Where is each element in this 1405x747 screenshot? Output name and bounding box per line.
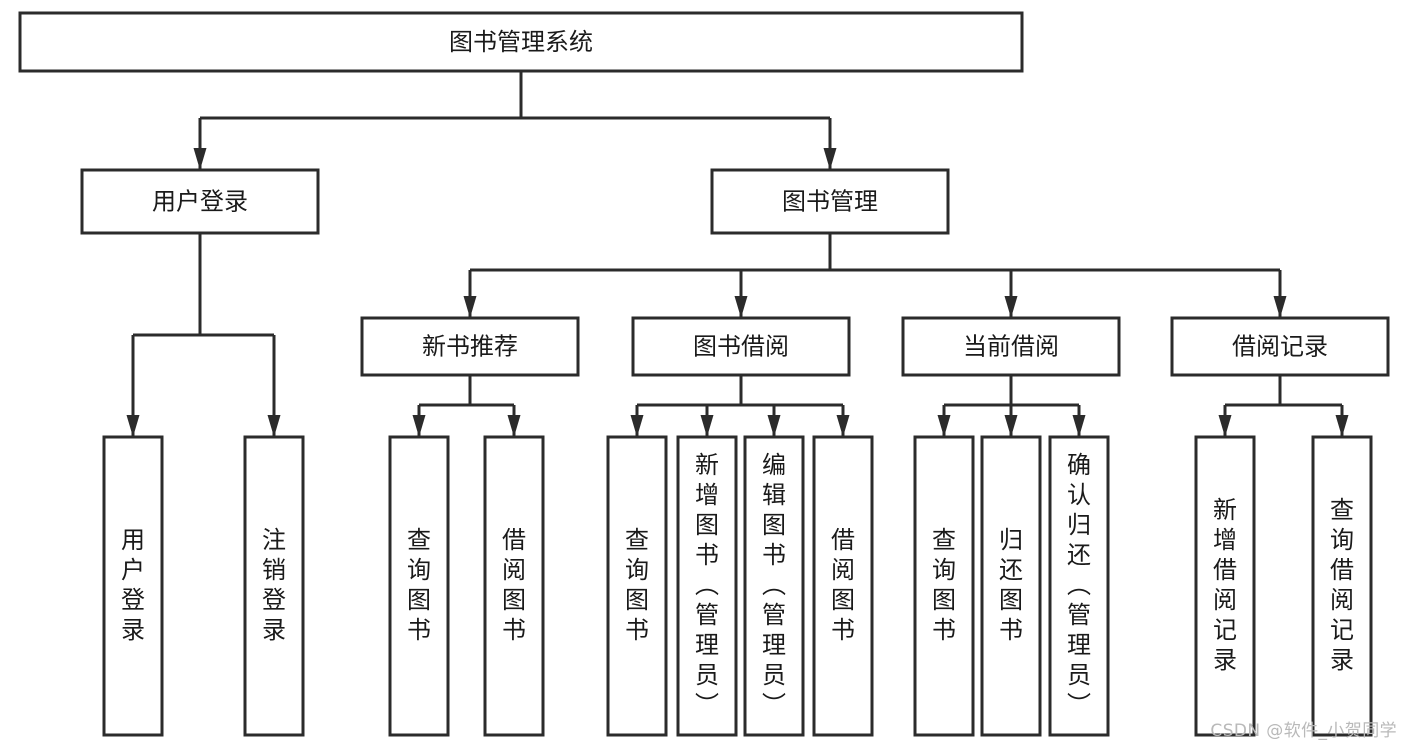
arrow-head-icon	[267, 415, 281, 437]
arrow-head-icon	[836, 415, 850, 437]
node-leaf-borrow-book-2[interactable]: 借阅图书	[812, 435, 874, 737]
arrow-head-icon	[1218, 415, 1232, 437]
node-leaf-add-book[interactable]: 新增图书︵管理员︶	[676, 435, 738, 737]
node-label: 图书管理系统	[449, 28, 593, 56]
node-box[interactable]	[102, 435, 164, 737]
node-leaf-query-book-2[interactable]: 查询图书	[606, 435, 668, 737]
node-book-borrow[interactable]: 图书借阅	[631, 316, 851, 377]
node-box[interactable]	[812, 435, 874, 737]
node-label: 编辑图书︵管理员︶	[762, 451, 786, 719]
node-leaf-query-record[interactable]: 查询借阅记录	[1311, 435, 1373, 737]
node-box[interactable]	[1194, 435, 1256, 737]
node-leaf-borrow-book-1[interactable]: 借阅图书	[483, 435, 545, 737]
arrow-head-icon	[1004, 296, 1018, 318]
node-box[interactable]	[1170, 316, 1390, 377]
node-label: 新增图书︵管理员︶	[695, 451, 719, 719]
node-new-book-rec[interactable]: 新书推荐	[360, 316, 580, 377]
node-leaf-query-book-3[interactable]: 查询图书	[913, 435, 975, 737]
node-user-login[interactable]: 用户登录	[80, 168, 320, 235]
node-label: 查询图书	[407, 526, 431, 644]
arrow-head-icon	[1072, 415, 1086, 437]
node-box[interactable]	[18, 11, 1024, 73]
node-current-borrow[interactable]: 当前借阅	[901, 316, 1121, 377]
arrow-head-icon	[767, 415, 781, 437]
node-label: 查询图书	[625, 526, 649, 644]
node-root[interactable]: 图书管理系统	[18, 11, 1024, 73]
node-label: 当前借阅	[963, 333, 1059, 361]
node-box[interactable]	[388, 435, 450, 737]
arrow-head-icon	[193, 148, 207, 170]
arrow-head-icon	[507, 415, 521, 437]
arrow-head-icon	[823, 148, 837, 170]
node-box[interactable]	[901, 316, 1121, 377]
node-box[interactable]	[631, 316, 851, 377]
node-label: 借阅记录	[1232, 333, 1328, 361]
node-label: 借阅图书	[502, 526, 526, 644]
node-box[interactable]	[80, 168, 320, 235]
node-leaf-edit-book[interactable]: 编辑图书︵管理员︶	[743, 435, 805, 737]
arrow-head-icon	[734, 296, 748, 318]
node-box[interactable]	[360, 316, 580, 377]
node-box[interactable]	[676, 435, 738, 737]
node-leaf-user-login[interactable]: 用户登录	[102, 435, 164, 737]
arrow-head-icon	[1335, 415, 1349, 437]
node-box[interactable]	[1311, 435, 1373, 737]
node-leaf-add-record[interactable]: 新增借阅记录	[1194, 435, 1256, 737]
node-leaf-query-book-1[interactable]: 查询图书	[388, 435, 450, 737]
arrow-head-icon	[630, 415, 644, 437]
node-label: 查询借阅记录	[1330, 496, 1354, 674]
node-box[interactable]	[243, 435, 305, 737]
node-label: 新增借阅记录	[1213, 496, 1237, 674]
node-box[interactable]	[743, 435, 805, 737]
node-box[interactable]	[913, 435, 975, 737]
node-label: 用户登录	[121, 526, 145, 644]
node-leaf-confirm-return[interactable]: 确认归还︵管理员︶	[1048, 435, 1110, 737]
node-leaf-user-logout[interactable]: 注销登录	[243, 435, 305, 737]
node-box[interactable]	[606, 435, 668, 737]
arrow-head-icon	[463, 296, 477, 318]
node-box[interactable]	[710, 168, 950, 235]
arrow-head-icon	[412, 415, 426, 437]
arrow-head-icon	[1004, 415, 1018, 437]
node-box[interactable]	[980, 435, 1042, 737]
node-borrow-record[interactable]: 借阅记录	[1170, 316, 1390, 377]
node-label: 注销登录	[262, 526, 286, 644]
arrow-head-icon	[1273, 296, 1287, 318]
node-label: 归还图书	[999, 526, 1023, 644]
node-label: 确认归还︵管理员︶	[1067, 451, 1091, 719]
arrow-head-icon	[126, 415, 140, 437]
arrow-head-icon	[937, 415, 951, 437]
node-label: 用户登录	[152, 188, 248, 216]
node-box[interactable]	[483, 435, 545, 737]
node-label: 新书推荐	[422, 333, 518, 361]
node-label: 查询图书	[932, 526, 956, 644]
arrow-head-icon	[700, 415, 714, 437]
node-box[interactable]	[1048, 435, 1110, 737]
node-label: 借阅图书	[831, 526, 855, 644]
node-book-manage[interactable]: 图书管理	[710, 168, 950, 235]
node-leaf-return-book[interactable]: 归还图书	[980, 435, 1042, 737]
node-label: 图书借阅	[693, 333, 789, 361]
edges-layer	[126, 71, 1349, 437]
node-label: 图书管理	[782, 188, 878, 216]
nodes-layer: 图书管理系统用户登录图书管理新书推荐图书借阅当前借阅借阅记录用户登录注销登录查询…	[18, 11, 1390, 737]
